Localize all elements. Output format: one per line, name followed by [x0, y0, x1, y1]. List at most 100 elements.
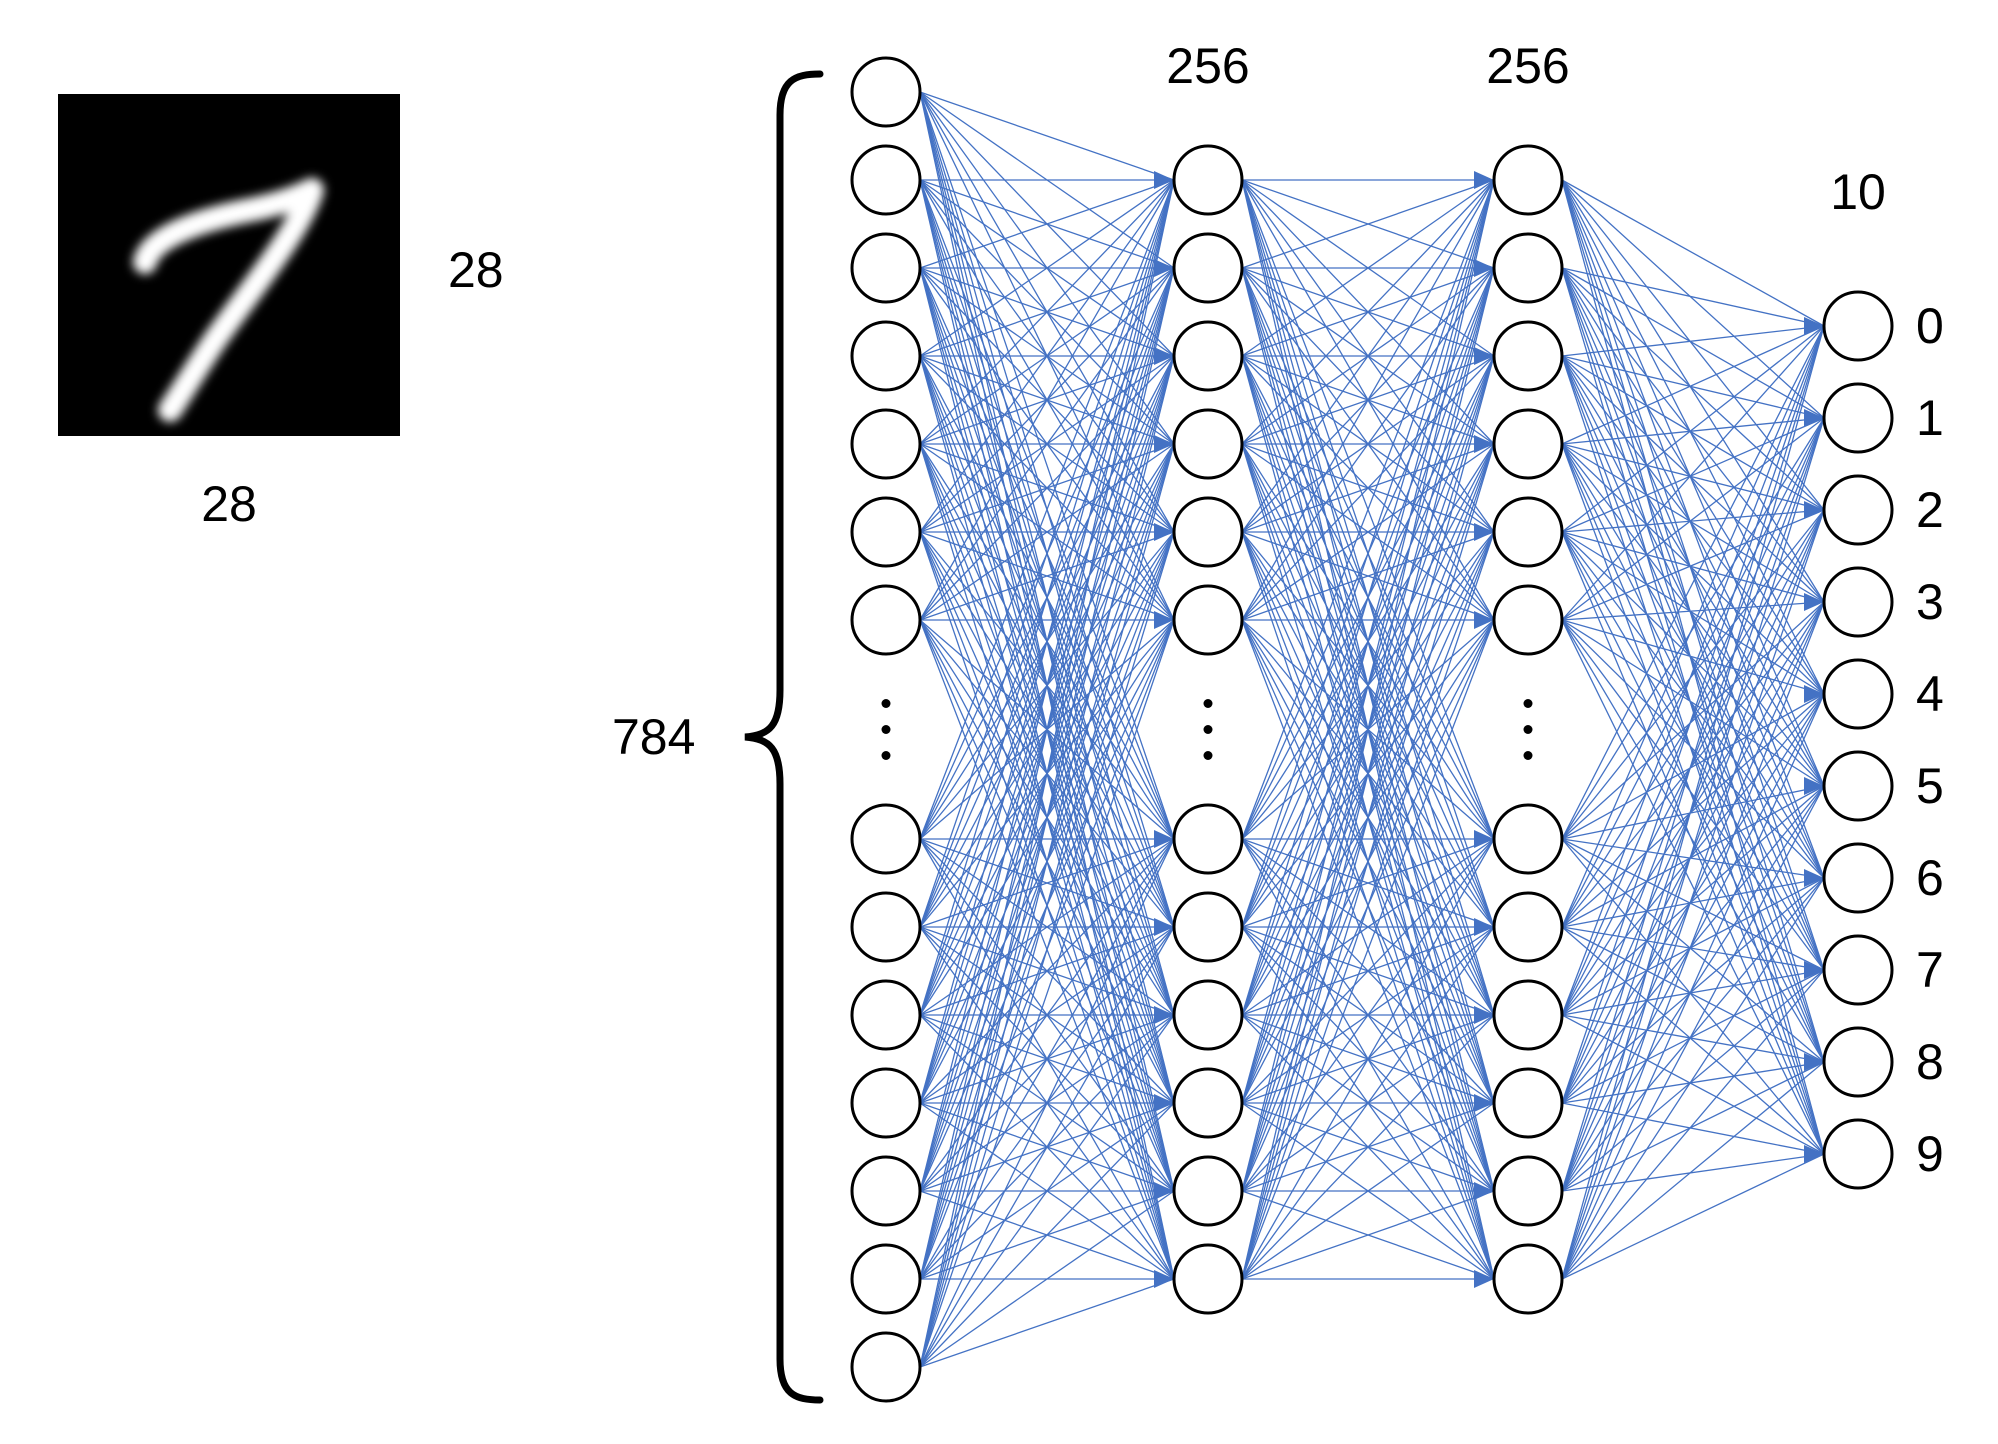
- connection-line: [1561, 267, 1825, 327]
- arrowheads-layer-1: [1154, 171, 1174, 1288]
- output-neuron: [1822, 382, 1894, 454]
- output-layer-size-label: 10: [1830, 164, 1886, 220]
- connection-line: [1561, 785, 1825, 1280]
- arrowhead: [1154, 611, 1174, 629]
- connection-line: [919, 179, 1175, 1192]
- hidden2-neuron: [1492, 408, 1564, 480]
- connection-line: [1561, 619, 1825, 879]
- connection-line: [1561, 509, 1825, 928]
- connection-line: [919, 91, 1175, 181]
- connection-line: [1561, 785, 1825, 1016]
- connection-line: [1561, 619, 1825, 971]
- connection-line: [1561, 325, 1825, 928]
- arrowhead: [1154, 523, 1174, 541]
- hidden1-neuron: [1172, 144, 1244, 216]
- connection-line: [919, 179, 1175, 445]
- connection-line: [1561, 1153, 1825, 1280]
- connection-line: [1561, 417, 1825, 840]
- arrowhead: [1154, 1182, 1174, 1200]
- connection-line: [1241, 1014, 1495, 1280]
- arrowhead: [1474, 523, 1494, 541]
- connection-line: [1561, 417, 1825, 533]
- connections: [919, 91, 1825, 1368]
- connection-line: [1561, 531, 1825, 603]
- ellipsis-dot: [1523, 699, 1533, 708]
- connection-line: [1561, 531, 1825, 1155]
- arrowhead: [1804, 409, 1824, 427]
- connections-layer-3: [1561, 179, 1825, 1280]
- connection-line: [1561, 325, 1825, 445]
- connection-line: [1241, 443, 1495, 621]
- connection-line: [1561, 179, 1825, 419]
- connection-line: [1561, 443, 1825, 603]
- connection-line: [1561, 443, 1825, 1063]
- hidden1-neuron: [1172, 1067, 1244, 1139]
- connection-line: [1561, 838, 1825, 1155]
- connection-line: [919, 179, 1175, 1016]
- output-neuron: [1822, 566, 1894, 638]
- output-class-label: 2: [1916, 482, 1944, 538]
- connection-line: [1561, 619, 1825, 1063]
- connection-line: [1561, 619, 1825, 787]
- connection-line: [1561, 179, 1825, 1063]
- connection-line: [1241, 179, 1495, 928]
- arrowheads-layer-3: [1804, 317, 1824, 1163]
- connection-line: [919, 179, 1175, 840]
- connection-line: [1561, 877, 1825, 1016]
- arrowhead: [1474, 259, 1494, 277]
- connection-line: [1561, 417, 1825, 928]
- arrowhead: [1804, 1145, 1824, 1163]
- connection-line: [1561, 325, 1825, 1280]
- connection-line: [1561, 693, 1825, 1016]
- arrowhead: [1154, 347, 1174, 365]
- hidden2-neuron: [1492, 979, 1564, 1051]
- connection-line: [1561, 877, 1825, 928]
- input-neuron: [850, 1155, 922, 1227]
- image-width-label: 28: [201, 476, 257, 532]
- connection-line: [1561, 531, 1825, 787]
- connection-line: [1561, 443, 1825, 787]
- connection-line: [1561, 601, 1825, 1280]
- connection-line: [1561, 619, 1825, 1155]
- connection-line: [1561, 838, 1825, 1063]
- image-height-label: 28: [448, 242, 504, 298]
- input-neuron: [850, 144, 922, 216]
- hidden1-neuron: [1172, 1243, 1244, 1315]
- connection-line: [1561, 325, 1825, 1016]
- output-neuron: [1822, 1026, 1894, 1098]
- ellipsis-dot: [1203, 725, 1213, 734]
- connection-line: [1561, 1153, 1825, 1192]
- connection-line: [1561, 785, 1825, 1104]
- handwritten-digit-7-icon: [133, 178, 324, 422]
- connection-line: [1241, 267, 1495, 1280]
- connection-line: [1241, 179, 1495, 1104]
- connection-line: [919, 1190, 1175, 1368]
- connection-line: [1241, 838, 1495, 1104]
- image-background: [58, 94, 400, 436]
- hidden2-neuron: [1492, 1243, 1564, 1315]
- output-class-label: 9: [1916, 1126, 1944, 1182]
- arrowhead: [1154, 1270, 1174, 1288]
- input-brace: [744, 70, 824, 1404]
- connection-line: [1561, 509, 1825, 621]
- arrowhead: [1474, 435, 1494, 453]
- hidden2-neuron: [1492, 584, 1564, 656]
- connection-line: [919, 838, 1175, 1016]
- connection-line: [1561, 785, 1825, 1192]
- connection-line: [1241, 179, 1495, 840]
- connection-line: [1561, 877, 1825, 1104]
- hidden2-neuron: [1492, 803, 1564, 875]
- connection-line: [1241, 443, 1495, 1280]
- input-neuron: [850, 584, 922, 656]
- connection-line: [1561, 1102, 1825, 1155]
- arrowhead: [1154, 1006, 1174, 1024]
- connection-line: [1561, 838, 1825, 971]
- connection-line: [1561, 877, 1825, 1280]
- connection-line: [1561, 785, 1825, 928]
- connection-line: [1561, 325, 1825, 1192]
- connection-line: [919, 179, 1175, 928]
- ellipsis-dot: [881, 751, 891, 760]
- connection-line: [1241, 355, 1495, 621]
- output-neuron: [1822, 934, 1894, 1006]
